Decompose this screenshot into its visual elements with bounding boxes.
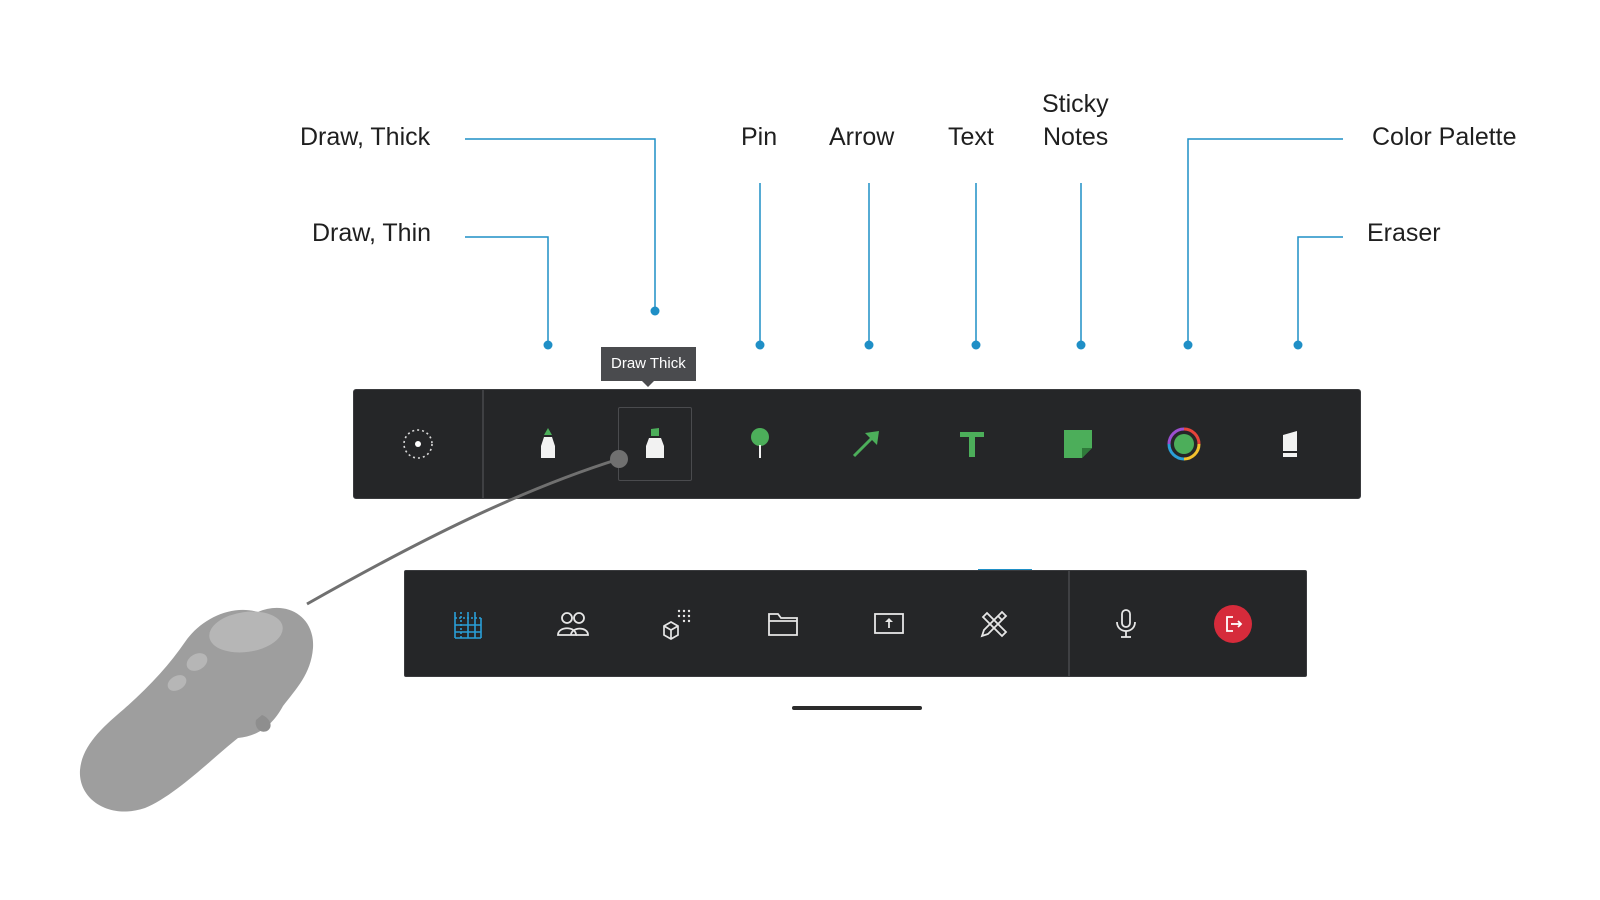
callout-eraser: Eraser [1367, 219, 1441, 247]
sticky-note-icon [1064, 430, 1092, 458]
grid-button[interactable] [427, 571, 507, 676]
leader-dot-arrow [864, 340, 874, 350]
microphone-button[interactable] [1086, 571, 1166, 676]
sticky-notes-tool-button[interactable] [1032, 390, 1124, 498]
pencil-ruler-icon [980, 610, 1008, 637]
draw-thick-tool-button[interactable] [609, 390, 701, 498]
annotation-toolbar [353, 389, 1361, 499]
people-button[interactable] [533, 571, 613, 676]
draw-thick-tooltip: Draw Thick [601, 347, 696, 387]
callout-pin: Pin [741, 123, 778, 151]
text-tool-button[interactable] [926, 390, 1018, 498]
arrow-icon [852, 431, 879, 458]
callout-color-palette: Color Palette [1372, 123, 1517, 151]
color-ring-icon [1167, 427, 1201, 461]
callout-arrow: Arrow [829, 123, 895, 151]
text-t-icon [960, 432, 984, 457]
marker-thick-icon [646, 428, 664, 458]
leader-draw-thin [465, 236, 549, 344]
leader-dot-draw-thin [543, 340, 553, 350]
color-palette-tool-button[interactable] [1138, 390, 1230, 498]
callout-sticky-notes-line1: Sticky [1042, 90, 1109, 118]
leader-dot-text [971, 340, 981, 350]
leader-dot-draw-thick [650, 306, 660, 316]
callout-draw-thin: Draw, Thin [312, 219, 432, 247]
leader-dot-pin [755, 340, 765, 350]
main-toolbar [404, 570, 1307, 677]
share-screen-icon [874, 612, 904, 634]
tools-button[interactable] [954, 571, 1034, 676]
arrow-tool-button[interactable] [820, 390, 912, 498]
leader-dot-eraser [1293, 340, 1303, 350]
marker-thin-icon [541, 428, 555, 458]
leave-button[interactable] [1193, 571, 1273, 676]
3d-object-button[interactable] [638, 571, 718, 676]
exit-icon [1214, 604, 1252, 643]
eraser-tool-button[interactable] [1244, 390, 1336, 498]
leader-eraser [1297, 236, 1343, 344]
selected-tool-frame [618, 407, 692, 481]
pin-tool-button[interactable] [714, 390, 806, 498]
microphone-icon [1116, 608, 1136, 638]
callout-sticky-notes-line2: Notes [1043, 123, 1109, 151]
people-icon [557, 611, 589, 636]
pin-icon [751, 428, 769, 458]
leader-dot-sticky-notes [1076, 340, 1086, 350]
home-indicator-bar [792, 706, 922, 710]
grid-icon [454, 611, 482, 639]
folder-icon [768, 612, 798, 636]
leader-dot-color-palette [1183, 340, 1193, 350]
callout-text: Text [948, 123, 994, 151]
callout-draw-thick: Draw, Thick [300, 123, 431, 151]
draw-thin-tool-button[interactable] [502, 390, 594, 498]
leader-color-palette [1187, 138, 1343, 344]
annotation-toolbar-divider [482, 390, 484, 498]
share-screen-button[interactable] [849, 571, 929, 676]
files-button[interactable] [743, 571, 823, 676]
dotted-circle-icon [403, 429, 433, 459]
main-toolbar-divider [1068, 571, 1070, 676]
leader-draw-thick [465, 138, 656, 311]
pointer-tool-button[interactable] [372, 390, 464, 498]
eraser-icon [1283, 431, 1297, 457]
cube-icon [663, 609, 691, 640]
